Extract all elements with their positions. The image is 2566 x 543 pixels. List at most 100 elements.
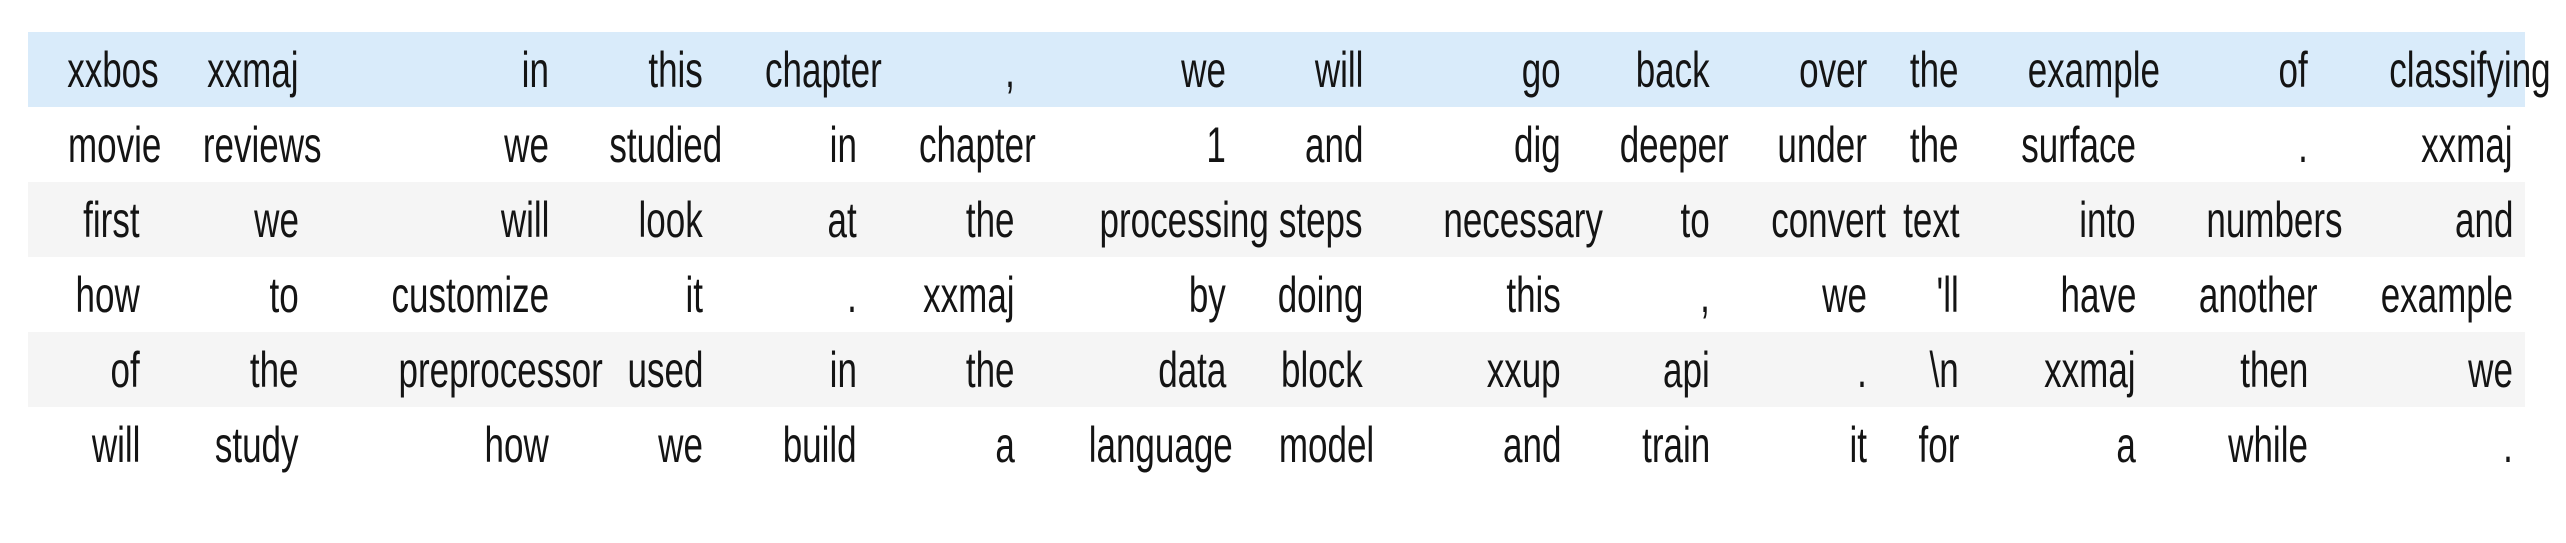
token-cell: back — [1573, 32, 1722, 107]
token-cell: xxmaj — [2320, 107, 2525, 182]
token-cell: to — [152, 257, 311, 332]
token-cell: then — [2148, 332, 2320, 407]
token-text: preprocessor — [398, 341, 603, 398]
token-text: we — [504, 116, 549, 173]
token-text: steps — [1279, 191, 1363, 248]
token-cell: chapter — [715, 32, 882, 107]
token-text: and — [1304, 116, 1363, 173]
token-text: used — [627, 341, 703, 398]
token-cell: how — [28, 257, 152, 332]
token-text: in — [829, 341, 857, 398]
token-text: \n — [1929, 341, 1959, 398]
token-cell: numbers — [2148, 182, 2342, 257]
token-text: how — [75, 266, 140, 323]
token-cell: 1 — [1027, 107, 1238, 182]
token-cell: processing — [1027, 182, 1269, 257]
token-cell: , — [1573, 257, 1722, 332]
token-text: and — [2454, 191, 2513, 248]
token-cell: data — [1027, 332, 1238, 407]
token-text: , — [1005, 41, 1015, 98]
token-cell: language — [1027, 407, 1238, 482]
token-text: xxbos — [67, 41, 159, 98]
token-cell: it — [1722, 407, 1879, 482]
token-cell: and — [1238, 107, 1375, 182]
token-cell: doing — [1238, 257, 1375, 332]
token-text: we — [1181, 41, 1226, 98]
token-cell: classifying — [2320, 32, 2550, 107]
token-cell: in — [715, 107, 869, 182]
token-cell: example — [2320, 257, 2525, 332]
token-text: we — [658, 416, 703, 473]
token-text: will — [91, 416, 140, 473]
token-cell: this — [561, 32, 715, 107]
token-cell: study — [152, 407, 311, 482]
token-text: we — [2468, 341, 2513, 398]
token-text: api — [1663, 341, 1710, 398]
token-text: . — [1857, 341, 1867, 398]
token-cell: xxbos — [28, 32, 158, 107]
token-cell: will — [1238, 32, 1375, 107]
token-cell: to — [1573, 182, 1722, 257]
token-cell: into — [1971, 182, 2148, 257]
token-text: will — [1314, 41, 1363, 98]
token-text: will — [500, 191, 549, 248]
token-cell: xxmaj — [869, 257, 1027, 332]
token-text: the — [1910, 41, 1959, 98]
token-text: . — [2298, 116, 2308, 173]
token-text: go — [1522, 41, 1561, 98]
token-text: surface — [2021, 116, 2136, 173]
token-text: text — [1903, 191, 1960, 248]
token-cell: a — [869, 407, 1027, 482]
token-text: xxmaj — [923, 266, 1015, 323]
token-cell: in — [311, 32, 561, 107]
token-cell: we — [1027, 32, 1238, 107]
token-text: necessary — [1443, 191, 1603, 248]
token-text: movie — [68, 116, 162, 173]
token-text: convert — [1771, 191, 1886, 248]
token-text: to — [1680, 191, 1710, 248]
token-text: and — [1502, 416, 1561, 473]
token-cell: example — [1971, 32, 2160, 107]
token-text: for — [1918, 416, 1959, 473]
token-cell: . — [715, 257, 869, 332]
token-cell: xxup — [1375, 332, 1573, 407]
token-cell: customize — [311, 257, 561, 332]
token-cell: preprocessor — [311, 332, 603, 407]
token-text: by — [1189, 266, 1226, 323]
token-cell: model — [1238, 407, 1375, 482]
token-text: the — [250, 341, 299, 398]
token-cell: at — [715, 182, 869, 257]
token-text: into — [2079, 191, 2136, 248]
token-cell: api — [1573, 332, 1722, 407]
token-cell: over — [1722, 32, 1879, 107]
token-text: reviews — [202, 116, 322, 173]
token-text: of — [110, 341, 140, 398]
token-cell: a — [1971, 407, 2148, 482]
token-cell: we — [561, 407, 715, 482]
token-text: study — [215, 416, 299, 473]
token-cell: while — [2148, 407, 2320, 482]
token-cell: steps — [1238, 182, 1375, 257]
token-text: block — [1281, 341, 1363, 398]
token-cell: the — [152, 332, 311, 407]
token-cell: it — [561, 257, 715, 332]
token-text: at — [827, 191, 857, 248]
token-text: to — [269, 266, 299, 323]
token-text: example — [2027, 41, 2160, 98]
token-cell: by — [1027, 257, 1238, 332]
token-cell: block — [1238, 332, 1375, 407]
token-text: 'll — [1936, 266, 1959, 323]
token-cell: have — [1971, 257, 2148, 332]
token-cell: another — [2148, 257, 2320, 332]
token-text: customize — [391, 266, 549, 323]
token-cell: . — [1722, 332, 1879, 407]
token-cell: we — [1722, 257, 1879, 332]
token-cell: and — [2320, 182, 2525, 257]
token-cell: movie — [28, 107, 161, 182]
token-cell: train — [1573, 407, 1722, 482]
token-cell: will — [311, 182, 561, 257]
token-text: 1 — [1206, 116, 1226, 173]
token-text: studied — [609, 116, 723, 173]
